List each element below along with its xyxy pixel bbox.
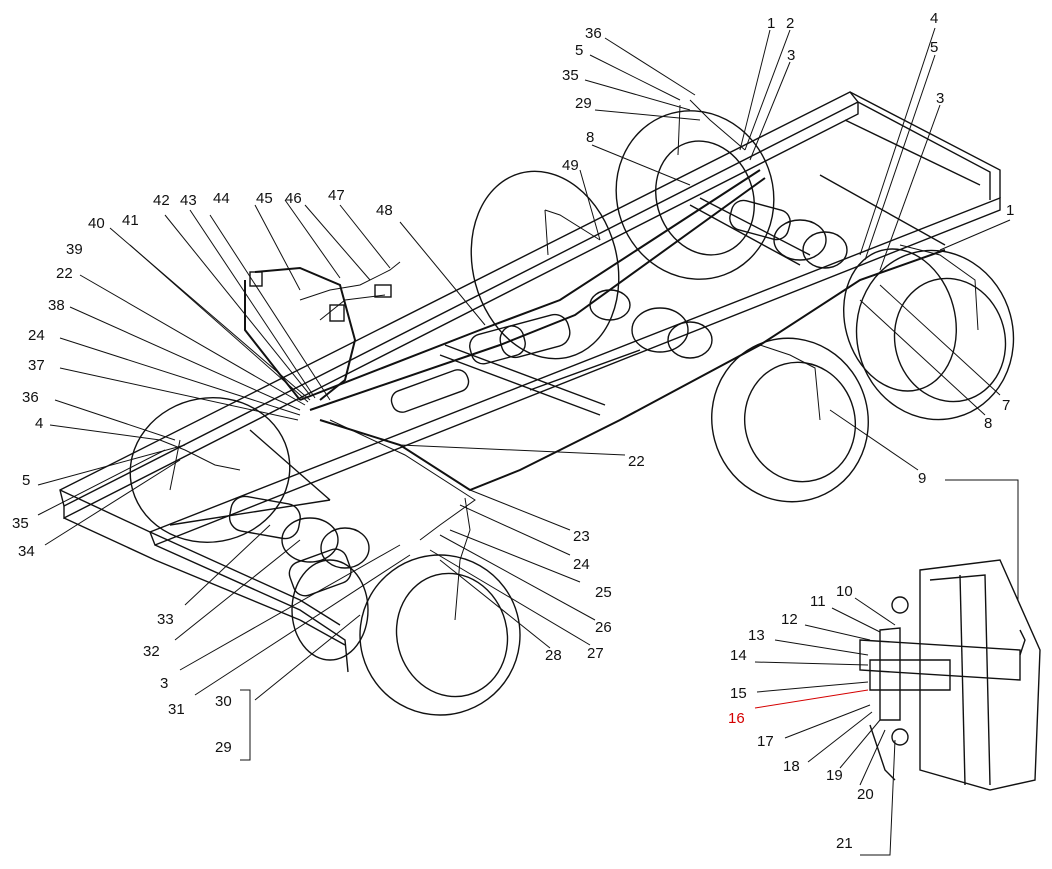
- label-35-left: 35: [12, 515, 29, 532]
- label-10: 10: [836, 583, 853, 600]
- brake-chambers: [228, 199, 848, 597]
- label-34: 34: [18, 543, 35, 560]
- label-18: 18: [783, 758, 800, 775]
- label-35-top: 35: [562, 67, 579, 84]
- label-25: 25: [595, 584, 612, 601]
- label-4-top: 4: [930, 10, 938, 27]
- label-31: 31: [168, 701, 185, 718]
- label-22-right: 22: [628, 453, 645, 470]
- label-38: 38: [48, 297, 65, 314]
- label-33: 33: [157, 611, 174, 628]
- label-29-top: 29: [575, 95, 592, 112]
- label-44: 44: [213, 190, 230, 207]
- label-41: 41: [122, 212, 139, 229]
- label-5-left: 5: [22, 472, 30, 489]
- label-5-right: 5: [930, 39, 938, 56]
- label-3-top: 3: [787, 47, 795, 64]
- label-36-left: 36: [22, 389, 39, 406]
- label-21: 21: [836, 835, 853, 852]
- detail-view: [859, 559, 1041, 791]
- label-17: 17: [757, 733, 774, 750]
- label-20: 20: [857, 786, 874, 803]
- label-8-right: 8: [984, 415, 992, 432]
- label-14: 14: [730, 647, 747, 664]
- label-7: 7: [1002, 397, 1010, 414]
- label-5-top: 5: [575, 42, 583, 59]
- label-19: 19: [826, 767, 843, 784]
- label-36-top: 36: [585, 25, 602, 42]
- label-30: 30: [215, 693, 232, 710]
- label-37: 37: [28, 357, 45, 374]
- label-40: 40: [88, 215, 105, 232]
- label-3-left: 3: [160, 675, 168, 692]
- label-39: 39: [66, 241, 83, 258]
- label-26: 26: [595, 619, 612, 636]
- label-47: 47: [328, 187, 345, 204]
- label-23: 23: [573, 528, 590, 545]
- label-2: 2: [786, 15, 794, 32]
- label-32: 32: [143, 643, 160, 660]
- label-11: 11: [810, 593, 826, 610]
- label-4-left: 4: [35, 415, 43, 432]
- label-29-left: 29: [215, 739, 232, 756]
- label-24-right: 24: [573, 556, 590, 573]
- label-15: 15: [730, 685, 747, 702]
- part-number-labels: 1 2 3 36 5 35 29 8 49 4 5 3 1 7 8 9 22 2…: [12, 10, 1014, 852]
- label-12: 12: [781, 611, 798, 628]
- label-43: 43: [180, 192, 197, 209]
- label-48: 48: [376, 202, 393, 219]
- label-28: 28: [545, 647, 562, 664]
- label-9: 9: [918, 470, 926, 487]
- label-46: 46: [285, 190, 302, 207]
- label-49: 49: [562, 157, 579, 174]
- wheels: [129, 110, 1015, 716]
- label-42: 42: [153, 192, 170, 209]
- label-8-top: 8: [586, 129, 594, 146]
- label-1-right: 1: [1006, 202, 1014, 219]
- label-27: 27: [587, 645, 604, 662]
- label-45: 45: [256, 190, 273, 207]
- leader-lines: [37, 27, 1019, 856]
- label-24-left: 24: [28, 327, 45, 344]
- air-pipelines: [159, 99, 979, 621]
- label-3-right: 3: [936, 90, 944, 107]
- label-16: 16: [728, 710, 745, 727]
- label-13: 13: [748, 627, 765, 644]
- label-1-top: 1: [767, 15, 775, 32]
- label-22-left: 22: [56, 265, 73, 282]
